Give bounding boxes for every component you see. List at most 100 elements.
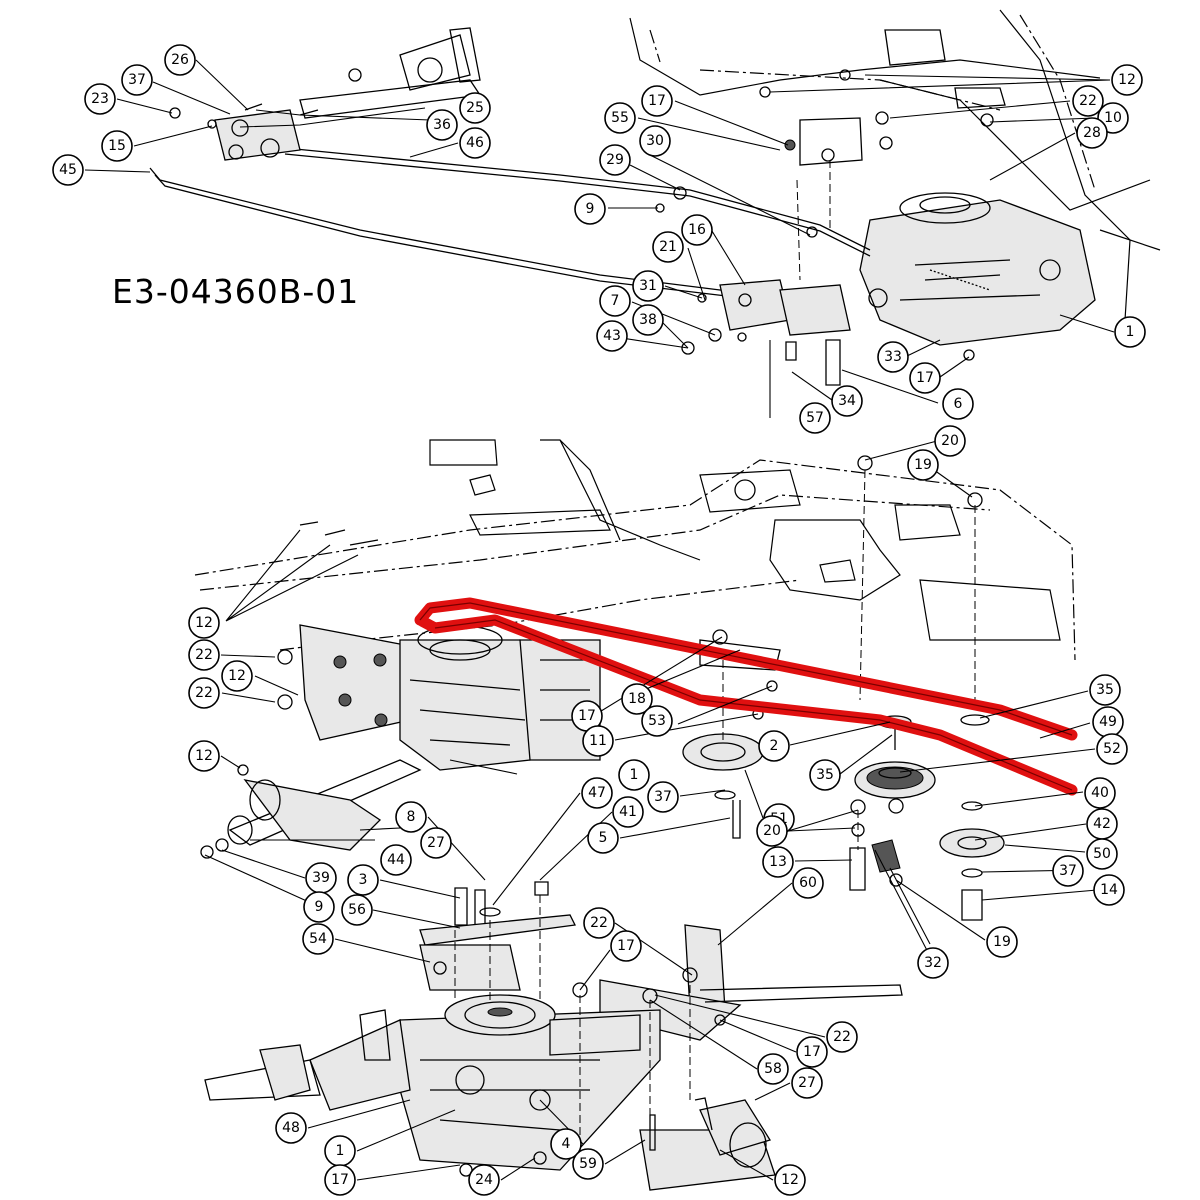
callout-22: 22 <box>1072 85 1104 117</box>
callout-17: 17 <box>796 1036 828 1068</box>
svg-text:45: 45 <box>59 162 77 178</box>
callout-12: 12 <box>1111 64 1143 96</box>
callout-29: 29 <box>599 144 631 176</box>
svg-text:19: 19 <box>914 457 932 473</box>
callout-42: 42 <box>1086 808 1118 840</box>
svg-text:9: 9 <box>586 201 595 217</box>
svg-text:18: 18 <box>628 691 646 707</box>
callout-46: 46 <box>459 127 491 159</box>
svg-text:47: 47 <box>588 785 606 801</box>
callout-12: 12 <box>188 607 220 639</box>
callout-24: 24 <box>468 1164 500 1196</box>
callout-22: 22 <box>188 677 220 709</box>
svg-text:22: 22 <box>1079 93 1097 109</box>
svg-text:12: 12 <box>228 668 246 684</box>
callout-14: 14 <box>1093 874 1125 906</box>
svg-text:32: 32 <box>924 955 942 971</box>
callout-27: 27 <box>420 827 452 859</box>
svg-text:22: 22 <box>590 915 608 931</box>
svg-text:28: 28 <box>1083 125 1101 141</box>
svg-text:1: 1 <box>1126 324 1135 340</box>
drawing-number: E3-04360B-01 <box>112 272 360 311</box>
svg-text:11: 11 <box>589 733 607 749</box>
callout-31: 31 <box>632 270 664 302</box>
callout-15: 15 <box>101 130 133 162</box>
callout-50: 50 <box>1086 838 1118 870</box>
svg-text:13: 13 <box>769 854 787 870</box>
svg-text:37: 37 <box>654 789 672 805</box>
callout-60: 60 <box>792 867 824 899</box>
callout-group-top: 26 37 23 15 36 25 46 45 9 12 17 55 30 29… <box>52 44 1146 434</box>
callout-16: 16 <box>681 214 713 246</box>
svg-text:39: 39 <box>312 870 330 886</box>
svg-text:12: 12 <box>1118 72 1136 88</box>
svg-text:27: 27 <box>427 835 445 851</box>
svg-text:16: 16 <box>688 222 706 238</box>
callout-12: 12 <box>774 1164 806 1196</box>
svg-text:2: 2 <box>770 738 779 754</box>
callout-37: 37 <box>1052 855 1084 887</box>
lower-assembly <box>204 881 903 1191</box>
callout-21: 21 <box>652 231 684 263</box>
callout-57: 57 <box>799 402 831 434</box>
svg-text:17: 17 <box>916 370 934 386</box>
callout-47: 47 <box>581 777 613 809</box>
callout-7: 7 <box>599 285 631 317</box>
svg-text:24: 24 <box>475 1172 493 1188</box>
svg-text:29: 29 <box>606 152 624 168</box>
callout-48: 48 <box>275 1112 307 1144</box>
callout-25: 25 <box>459 92 491 124</box>
callout-20: 20 <box>756 815 788 847</box>
callout-28: 28 <box>1076 117 1108 149</box>
svg-text:17: 17 <box>648 93 666 109</box>
callout-6: 6 <box>942 388 974 420</box>
callout-1: 1 <box>324 1135 356 1167</box>
svg-text:17: 17 <box>803 1044 821 1060</box>
callout-2: 2 <box>758 730 790 762</box>
callout-54: 54 <box>302 923 334 955</box>
callout-58: 58 <box>757 1053 789 1085</box>
svg-text:38: 38 <box>639 312 657 328</box>
callout-20: 20 <box>934 425 966 457</box>
svg-text:10: 10 <box>1104 110 1122 126</box>
callout-group-bottom: 60 56 22 54 17 19 32 22 17 58 27 48 1 4 … <box>275 867 1018 1196</box>
svg-text:30: 30 <box>646 133 664 149</box>
svg-text:53: 53 <box>648 713 666 729</box>
callout-43: 43 <box>596 320 628 352</box>
callout-1: 1 <box>1114 316 1146 348</box>
svg-text:33: 33 <box>884 349 902 365</box>
callout-group-middle: 20 19 12 22 12 22 18 17 53 11 35 49 2 52… <box>188 425 1128 923</box>
svg-text:17: 17 <box>617 938 635 954</box>
svg-text:49: 49 <box>1099 714 1117 730</box>
callout-52: 52 <box>1096 733 1128 765</box>
callout-56: 56 <box>341 894 373 926</box>
svg-text:40: 40 <box>1091 785 1109 801</box>
callout-3: 3 <box>347 864 379 896</box>
svg-text:55: 55 <box>611 110 629 126</box>
svg-text:3: 3 <box>359 872 368 888</box>
svg-text:41: 41 <box>619 804 637 820</box>
svg-text:5: 5 <box>599 830 608 846</box>
callout-17: 17 <box>909 362 941 394</box>
svg-text:21: 21 <box>659 239 677 255</box>
svg-text:19: 19 <box>993 934 1011 950</box>
callout-37: 37 <box>121 64 153 96</box>
svg-text:15: 15 <box>108 138 126 154</box>
svg-text:42: 42 <box>1093 816 1111 832</box>
svg-text:35: 35 <box>1096 682 1114 698</box>
svg-text:8: 8 <box>407 809 416 825</box>
svg-text:25: 25 <box>466 100 484 116</box>
callout-36: 36 <box>426 109 458 141</box>
callout-12: 12 <box>188 740 220 772</box>
callout-38: 38 <box>632 304 664 336</box>
svg-text:27: 27 <box>798 1075 816 1091</box>
svg-text:1: 1 <box>336 1143 345 1159</box>
callout-40: 40 <box>1084 777 1116 809</box>
svg-text:22: 22 <box>195 685 213 701</box>
callout-27: 27 <box>791 1067 823 1099</box>
svg-text:4: 4 <box>562 1136 571 1152</box>
svg-text:57: 57 <box>806 410 824 426</box>
svg-text:12: 12 <box>195 615 213 631</box>
svg-text:46: 46 <box>466 135 484 151</box>
